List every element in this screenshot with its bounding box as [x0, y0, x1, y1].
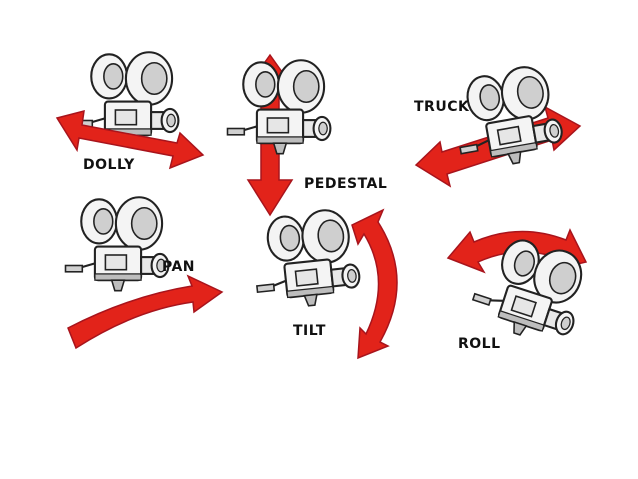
pan-camera-icon: [64, 196, 170, 292]
pan-group: [64, 196, 224, 350]
tilt-group: [248, 206, 398, 360]
roll-group: [446, 227, 595, 351]
dolly-label: DOLLY: [83, 157, 135, 173]
pedestal-label: PEDESTAL: [304, 176, 388, 192]
tilt-label: TILT: [293, 323, 326, 339]
truck-group: [414, 61, 582, 188]
pan-arrow-icon: [67, 274, 224, 350]
dolly-arrow-icon: [55, 109, 205, 170]
pedestal-group: [226, 53, 332, 217]
roll-label: ROLL: [458, 336, 501, 352]
tilt-arrow-icon: [351, 208, 398, 360]
pan-label: PAN: [162, 259, 196, 275]
truck-label: TRUCK: [414, 99, 470, 115]
tilt-camera-icon: [248, 206, 363, 313]
dolly-group: [55, 51, 205, 170]
